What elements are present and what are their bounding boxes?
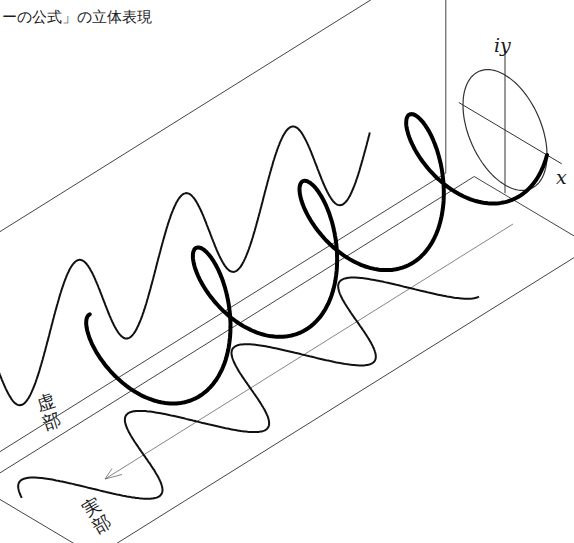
real-plane [0, 177, 574, 543]
figure-title: ーの公式」の立体表現 [2, 8, 152, 27]
helix-curve [86, 114, 547, 403]
axis-line [105, 224, 513, 479]
sine-curve [0, 127, 370, 406]
plane-label: 実部 [79, 494, 114, 537]
imaginary-plane [0, 0, 446, 471]
axis-label: x [556, 166, 567, 188]
complex-axes [459, 50, 562, 193]
cosine-curve [18, 278, 479, 499]
axis-label: iy [494, 34, 511, 56]
